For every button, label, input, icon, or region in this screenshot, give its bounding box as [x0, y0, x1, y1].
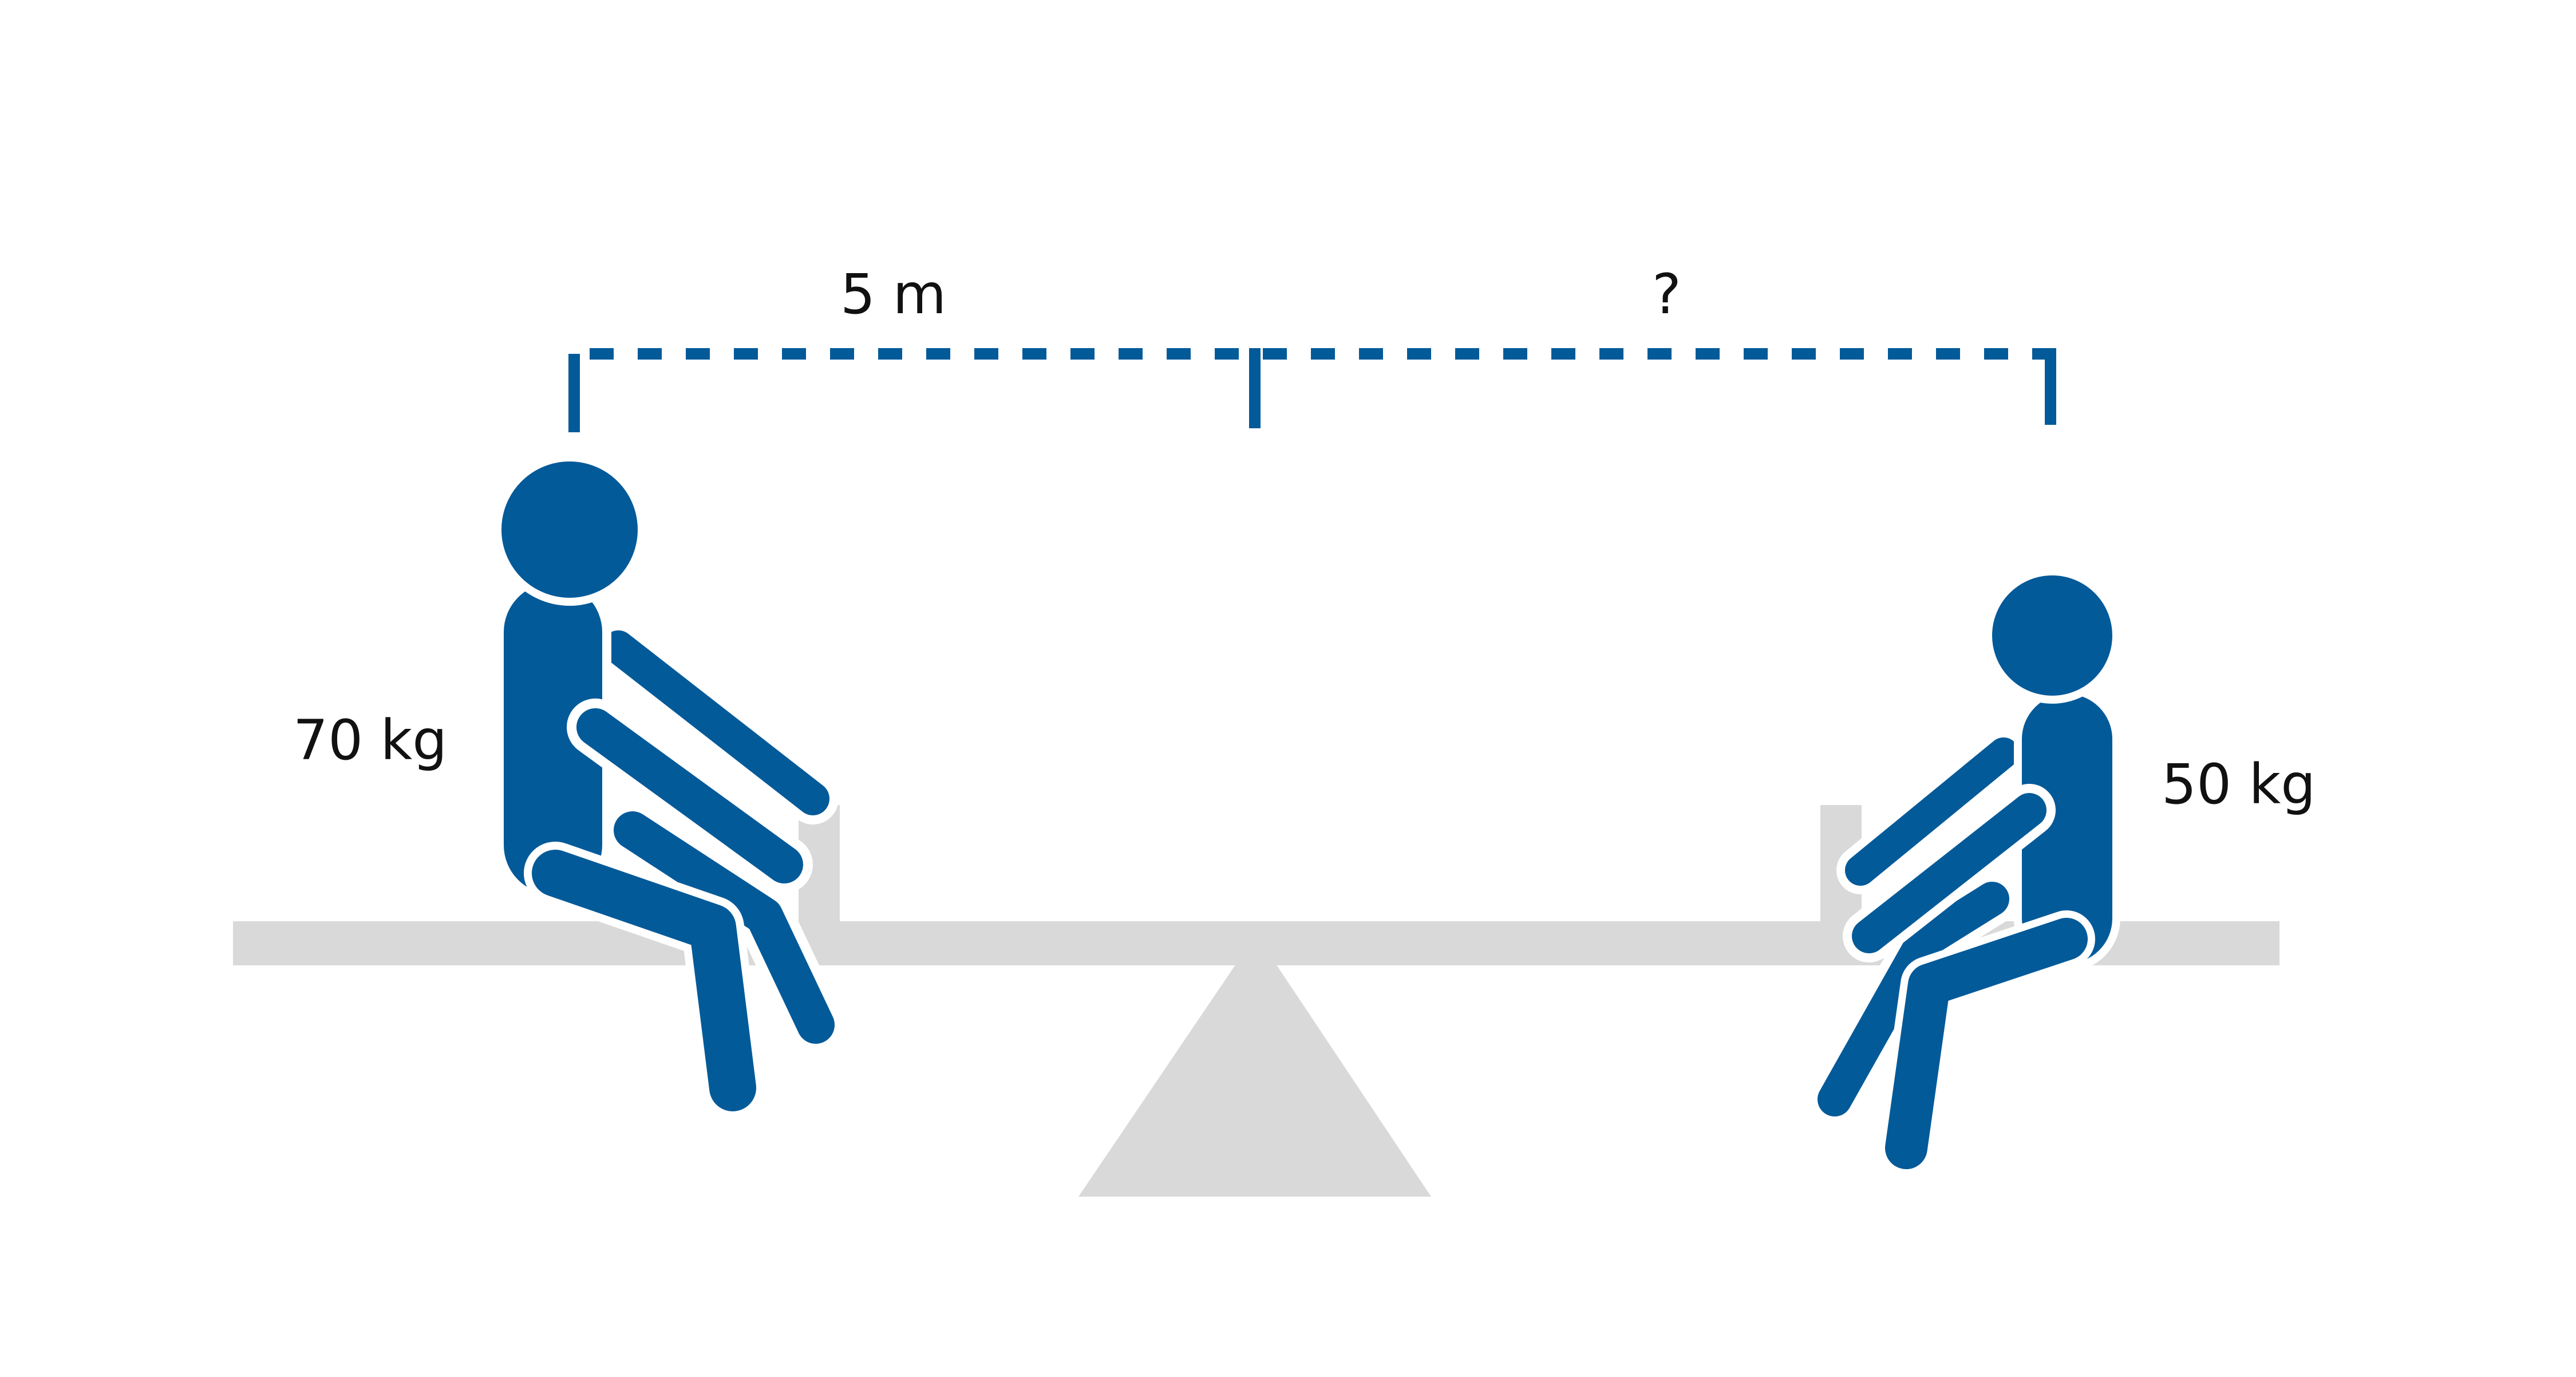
left-person-figure [493, 453, 844, 1119]
right-mass-label: 50 kg [2162, 752, 2316, 816]
left-person-near-leg [524, 842, 764, 1119]
left-person-head [493, 453, 646, 606]
right-person-back-limbs [1808, 729, 2028, 1126]
left-distance-label: 5 m [840, 262, 947, 326]
left-person-back-limbs [592, 621, 844, 1054]
seesaw-fulcrum [1078, 959, 1431, 1197]
right-person-figure [1808, 567, 2120, 1177]
distance-dimension-line [568, 348, 2056, 432]
right-person-head [1984, 567, 2120, 704]
left-person-near-arm [567, 699, 813, 893]
left-mass-label: 70 kg [293, 708, 448, 772]
right-person-near-arm [1843, 784, 2056, 962]
right-person-near-leg [1878, 910, 2095, 1177]
right-distance-label: ? [1652, 262, 1681, 326]
